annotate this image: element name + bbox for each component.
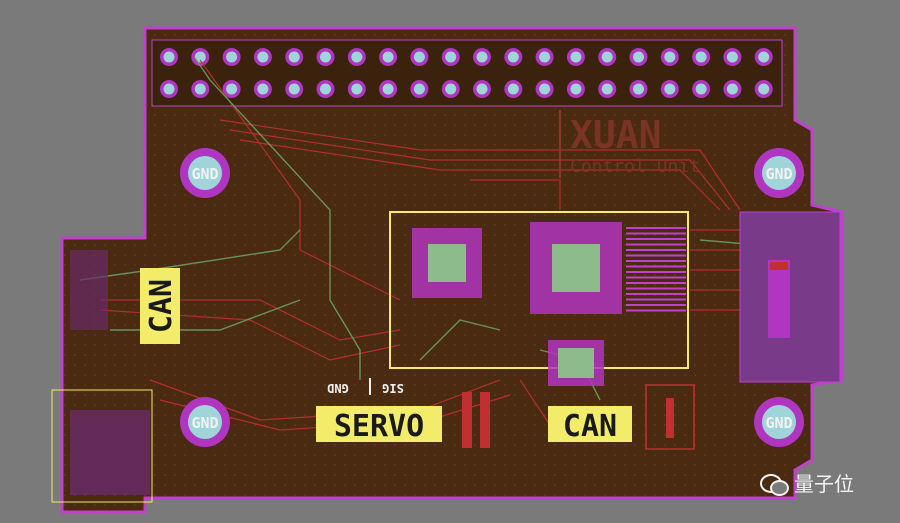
header-pin-hole [758,83,770,95]
header-pin-hole [351,51,363,63]
header-pin-hole [726,83,738,95]
header-pin-hole [758,51,770,63]
mounting-holes: GND GND GND GND [180,148,804,447]
gnd-hole-top-right: GND [754,148,804,198]
servo-text: SERVO [334,409,424,444]
header-pin-hole [413,51,425,63]
header-pin-hole [507,51,519,63]
header-pin-hole [163,83,175,95]
board-subtitle: Control Unit [570,156,700,177]
gnd-label: GND [765,165,792,183]
header-pin-hole [445,83,457,95]
header-pin-hole [257,83,269,95]
header-pin-hole [695,51,707,63]
header-pin-hole [633,51,644,63]
header-pin-hole [226,83,238,95]
mcu-region [389,211,689,369]
header-pin-hole [570,51,582,63]
wechat-icon [760,472,789,496]
header-pin-hole [413,83,425,95]
header-pin-hole [601,51,613,63]
watermark: 量子位 [760,468,854,497]
usb-connector-right [739,211,841,383]
header-pin-hole [601,83,613,95]
gnd-label: GND [191,165,218,183]
header-pins [160,48,773,98]
servo-pads [462,392,490,448]
gnd-label: GND [765,414,792,432]
ic-small-left [412,228,482,298]
servo-label: SERVO [316,406,442,444]
header-pin-hole [539,83,551,95]
gnd-hole-bottom-left: GND [180,397,230,447]
header-pin-hole [382,51,394,63]
ic-main-mcu [530,222,622,314]
header-pin-hole [320,51,331,63]
header-pin-hole [320,83,331,95]
can-bottom-text: CAN [563,409,617,444]
header-pin-hole [445,51,457,63]
header-pin-hole [382,83,394,95]
header-pin-hole [163,51,175,63]
header-pin-hole [288,83,300,95]
gnd-hole-bottom-right: GND [754,397,804,447]
gnd-label: GND [191,414,218,432]
header-pin-hole [726,51,738,63]
ic-pin-rows [626,227,686,312]
header-pin-hole [476,51,488,63]
can-left-text: CAN [144,279,179,333]
gpio-header [151,39,783,107]
can-label-bottom: CAN [548,406,632,444]
header-pin-hole [194,51,206,63]
gnd-hole-top-left: GND [180,148,230,198]
header-pin-hole [507,83,519,95]
header-pin-hole [257,51,269,63]
header-pin-hole [695,83,707,95]
sig-small-text: SIG [382,381,404,395]
can-label-left: CAN [140,268,180,344]
ic-bottom [548,340,604,386]
header-pin-hole [664,51,676,63]
header-pin-hole [226,51,238,63]
header-pin-hole [570,83,582,95]
header-pin-hole [476,83,488,95]
can-connector [645,384,695,450]
header-pin-hole [351,83,363,95]
board-logo: XUAN [570,113,662,157]
header-pin-hole [664,83,676,95]
header-pin-hole [633,83,644,95]
header-pin-hole [539,51,551,63]
gnd-small-text: GND [327,381,349,395]
header-pin-hole [288,51,300,63]
header-pin-hole [194,83,206,95]
watermark-text: 量子位 [794,472,854,496]
connector-left [51,250,153,503]
